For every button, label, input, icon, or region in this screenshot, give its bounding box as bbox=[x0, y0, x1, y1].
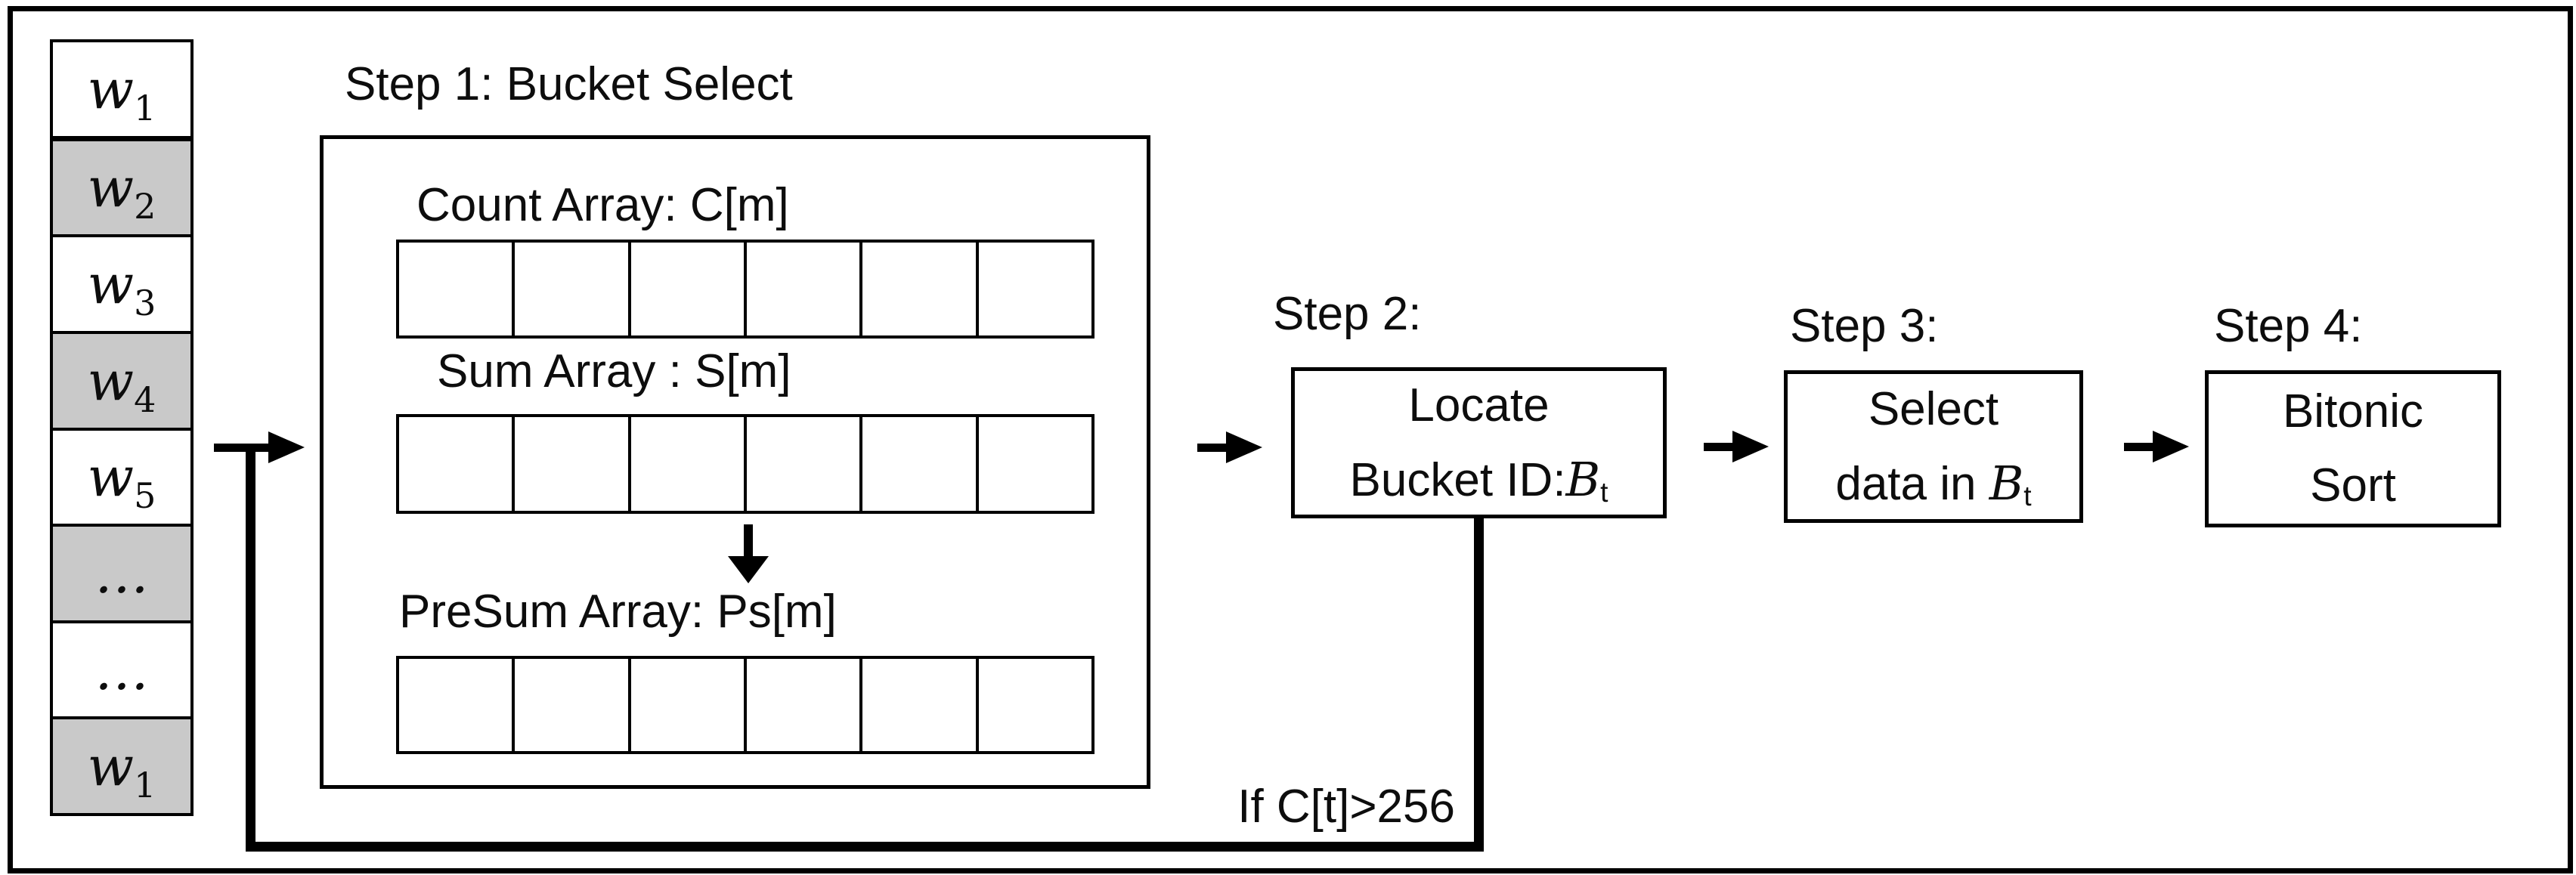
arrow-down-icon bbox=[728, 524, 769, 583]
presum-array-cell bbox=[512, 659, 627, 751]
feedback-line-bottom bbox=[246, 842, 1484, 852]
arrow-head bbox=[1226, 431, 1262, 463]
cell-label: w5 bbox=[87, 445, 156, 517]
step3-line2: data in Bt bbox=[1835, 455, 2032, 512]
arrow-shaft bbox=[2124, 442, 2153, 451]
math-subscript: t bbox=[1600, 475, 1608, 508]
presum-array-cell bbox=[627, 659, 744, 751]
array-cell: w5 bbox=[53, 430, 190, 527]
presum-array-row bbox=[396, 656, 1094, 754]
array-cell: w3 bbox=[53, 237, 190, 334]
cell-label: … bbox=[94, 541, 149, 605]
sum-array-cell bbox=[743, 417, 859, 511]
array-cell: w4 bbox=[53, 333, 190, 431]
sum-array-cell bbox=[975, 417, 1091, 511]
cell-label: w4 bbox=[87, 348, 156, 420]
arrow-right-icon bbox=[1704, 431, 1769, 462]
arrow-shaft bbox=[1704, 442, 1732, 451]
array-cell: w2 bbox=[53, 141, 190, 238]
cell-label: … bbox=[94, 638, 149, 702]
arrow-shaft bbox=[1197, 443, 1226, 452]
step2-line2: Bucket ID:Bt bbox=[1349, 451, 1608, 508]
count-array-cell bbox=[859, 243, 975, 335]
math-symbol: B bbox=[1565, 451, 1601, 507]
arrow-head bbox=[2153, 431, 2189, 462]
step3-box: Select data in Bt bbox=[1784, 370, 2083, 523]
count-array-row bbox=[396, 240, 1094, 339]
cell-label: w3 bbox=[87, 252, 156, 324]
feedback-line-to-input bbox=[246, 444, 255, 852]
arrow-right-icon bbox=[214, 431, 305, 463]
presum-array-cell bbox=[743, 659, 859, 751]
cell-label: w2 bbox=[87, 156, 156, 227]
math-symbol: B bbox=[1989, 455, 2024, 511]
step2-line1: Locate bbox=[1408, 379, 1550, 431]
sum-array-row bbox=[396, 414, 1094, 514]
array-cell: w1 bbox=[53, 42, 190, 141]
presum-array-cell bbox=[859, 659, 975, 751]
presum-array-label: PreSum Array: Ps[m] bbox=[399, 586, 837, 638]
step1-title: Step 1: Bucket Select bbox=[345, 58, 793, 110]
arrow-right-icon bbox=[2124, 431, 2189, 462]
feedback-condition-label: If C[t]>256 bbox=[1237, 781, 1455, 833]
sum-array-cell bbox=[399, 417, 512, 511]
sum-array-label: Sum Array : S[m] bbox=[437, 345, 791, 397]
arrow-right-icon bbox=[1197, 431, 1262, 463]
array-cell: w1 bbox=[53, 719, 190, 813]
arrow-shaft bbox=[744, 524, 753, 556]
count-array-label: Count Array: C[m] bbox=[416, 179, 789, 231]
presum-array-cell bbox=[975, 659, 1091, 751]
arrow-shaft bbox=[214, 443, 268, 452]
step3-label: Step 3: bbox=[1790, 300, 1939, 352]
presum-array-cell bbox=[399, 659, 512, 751]
cell-label: w1 bbox=[87, 734, 156, 806]
sum-array-cell bbox=[627, 417, 744, 511]
step4-line1: Bitonic bbox=[2282, 385, 2424, 438]
sum-array-cell bbox=[859, 417, 975, 511]
step4-line2: Sort bbox=[2310, 459, 2396, 512]
outer-border bbox=[8, 6, 2573, 873]
input-array: w1 w2 w3 w4 w5 … … w1 bbox=[50, 39, 194, 816]
feedback-line-from-step2 bbox=[1474, 517, 1484, 852]
step3-line1: Select bbox=[1868, 382, 1999, 435]
count-array-cell bbox=[627, 243, 744, 335]
array-cell: … bbox=[53, 527, 190, 623]
step4-label: Step 4: bbox=[2214, 300, 2363, 352]
arrow-head bbox=[268, 431, 305, 463]
cell-label: w1 bbox=[87, 57, 156, 128]
count-array-cell bbox=[399, 243, 512, 335]
step4-box: Bitonic Sort bbox=[2205, 370, 2501, 527]
arrow-head bbox=[1732, 431, 1769, 462]
step2-label: Step 2: bbox=[1273, 288, 1422, 340]
array-cell: … bbox=[53, 623, 190, 720]
arrow-head bbox=[728, 556, 769, 583]
step2-box: Locate Bucket ID:Bt bbox=[1291, 367, 1667, 518]
count-array-cell bbox=[743, 243, 859, 335]
count-array-cell bbox=[975, 243, 1091, 335]
sum-array-cell bbox=[512, 417, 627, 511]
count-array-cell bbox=[512, 243, 627, 335]
math-subscript: t bbox=[2023, 479, 2032, 512]
